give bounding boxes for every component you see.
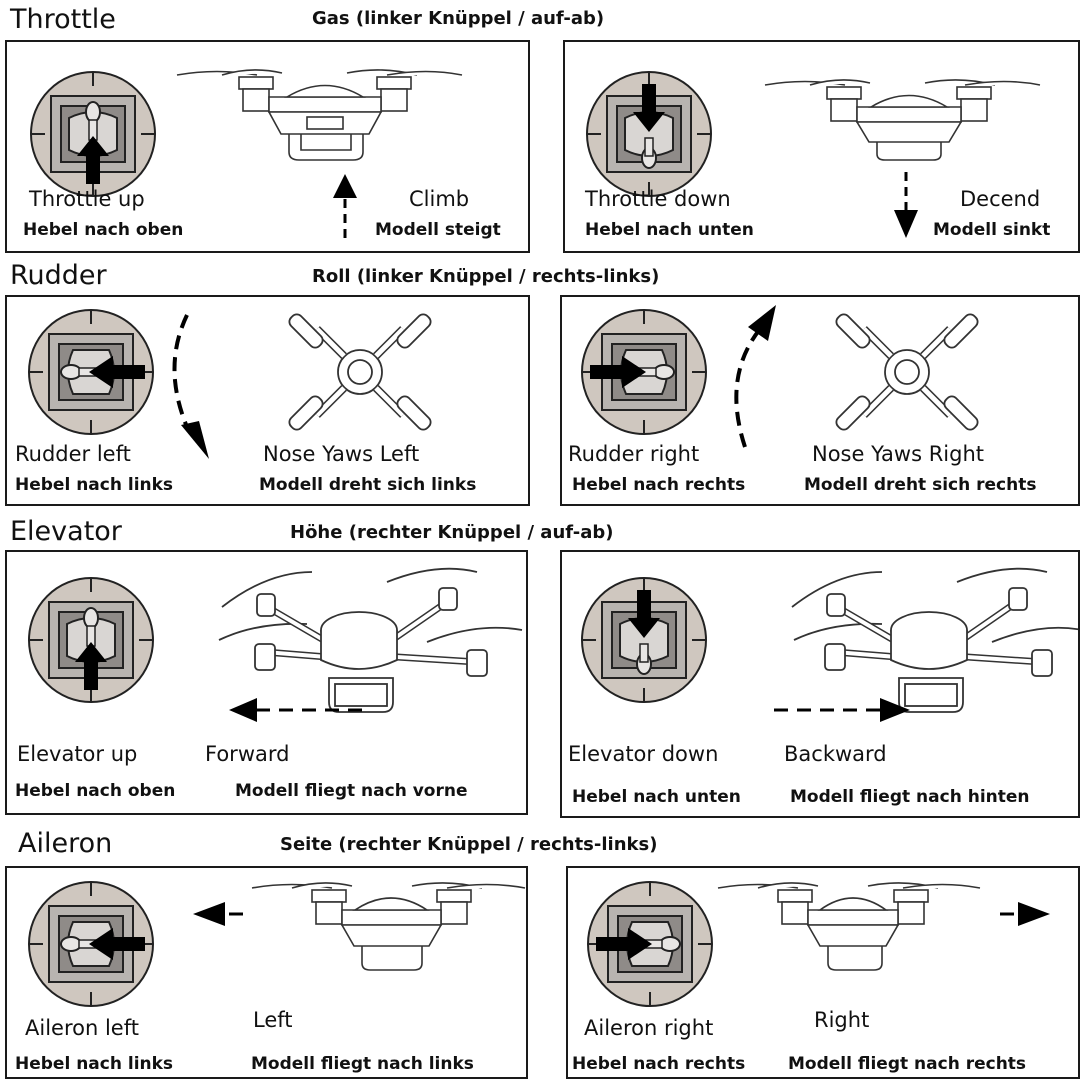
section-title-throttle: Throttle (10, 4, 116, 35)
control-label: Aileron left (25, 1016, 139, 1040)
effect-label-de: Modell fliegt nach links (251, 1054, 474, 1074)
control-label-de: Hebel nach rechts (572, 475, 745, 495)
effect-label-de: Modell steigt (375, 220, 501, 240)
control-label-de: Hebel nach oben (23, 220, 183, 240)
left-arrow-icon (193, 902, 243, 926)
control-label: Aileron right (584, 1016, 713, 1040)
control-label-de: Hebel nach rechts (572, 1054, 745, 1074)
effect-label: Decend (960, 187, 1040, 211)
panel-aileron-right: Aileron right Hebel nach rechts Right Mo… (566, 866, 1080, 1079)
control-label: Rudder left (15, 442, 131, 466)
control-label-de: Hebel nach unten (572, 787, 741, 807)
section-subtitle-rudder: Roll (linker Knüppel / rechts-links) (312, 266, 659, 287)
effect-label: Left (253, 1008, 293, 1032)
up-arrow-icon (333, 174, 357, 238)
control-label: Elevator down (568, 742, 718, 766)
control-label-de: Hebel nach oben (15, 781, 175, 801)
effect-label: Right (814, 1008, 869, 1032)
drone-perspective-icon (7, 552, 528, 815)
section-subtitle-aileron: Seite (rechter Knüppel / rechts-links) (280, 834, 657, 855)
effect-label: Forward (205, 742, 289, 766)
section-title-rudder: Rudder (10, 260, 107, 291)
effect-label: Nose Yaws Right (812, 442, 984, 466)
effect-label-de: Modell dreht sich links (259, 475, 476, 495)
effect-label-de: Modell fliegt nach rechts (788, 1054, 1026, 1074)
drone-side-view-icon (7, 868, 528, 1079)
section-subtitle-elevator: Höhe (rechter Knüppel / auf-ab) (290, 522, 614, 543)
control-label: Throttle down (585, 187, 731, 211)
down-arrow-icon (894, 172, 918, 238)
effect-label: Climb (409, 187, 469, 211)
control-label: Elevator up (17, 742, 137, 766)
panel-throttle-up: Throttle up Hebel nach oben Climb Modell… (5, 40, 530, 253)
control-label-de: Hebel nach unten (585, 220, 754, 240)
effect-label-de: Modell fliegt nach vorne (235, 781, 468, 801)
panel-rudder-left: Rudder left Hebel nach links Nose Yaws L… (5, 295, 530, 506)
effect-label-de: Modell fliegt nach hinten (790, 787, 1030, 807)
control-label-de: Hebel nach links (15, 1054, 173, 1074)
drone-side-view-icon (568, 868, 1080, 1079)
drone-perspective-icon (562, 552, 1080, 818)
panel-elevator-down: Elevator down Hebel nach unten Backward … (560, 550, 1080, 818)
control-label-de: Hebel nach links (15, 475, 173, 495)
effect-label-de: Modell sinkt (933, 220, 1050, 240)
effect-label: Nose Yaws Left (263, 442, 419, 466)
effect-label-de: Modell dreht sich rechts (804, 475, 1036, 495)
control-label: Rudder right (568, 442, 699, 466)
section-title-aileron: Aileron (18, 828, 112, 859)
right-arrow-icon (774, 698, 910, 722)
right-arrow-icon (1000, 902, 1050, 926)
section-subtitle-throttle: Gas (linker Knüppel / auf-ab) (312, 8, 604, 29)
panel-throttle-down: Throttle down Hebel nach unten Decend Mo… (563, 40, 1080, 253)
section-title-elevator: Elevator (10, 516, 122, 547)
rotate-right-arrow-icon (736, 305, 776, 447)
rotate-left-arrow-icon (175, 315, 210, 459)
panel-rudder-right: Rudder right Hebel nach rechts Nose Yaws… (560, 295, 1080, 506)
control-label: Throttle up (29, 187, 145, 211)
panel-elevator-up: Elevator up Hebel nach oben Forward Mode… (5, 550, 528, 815)
effect-label: Backward (784, 742, 887, 766)
panel-aileron-left: Aileron left Hebel nach links Left Model… (5, 866, 528, 1079)
